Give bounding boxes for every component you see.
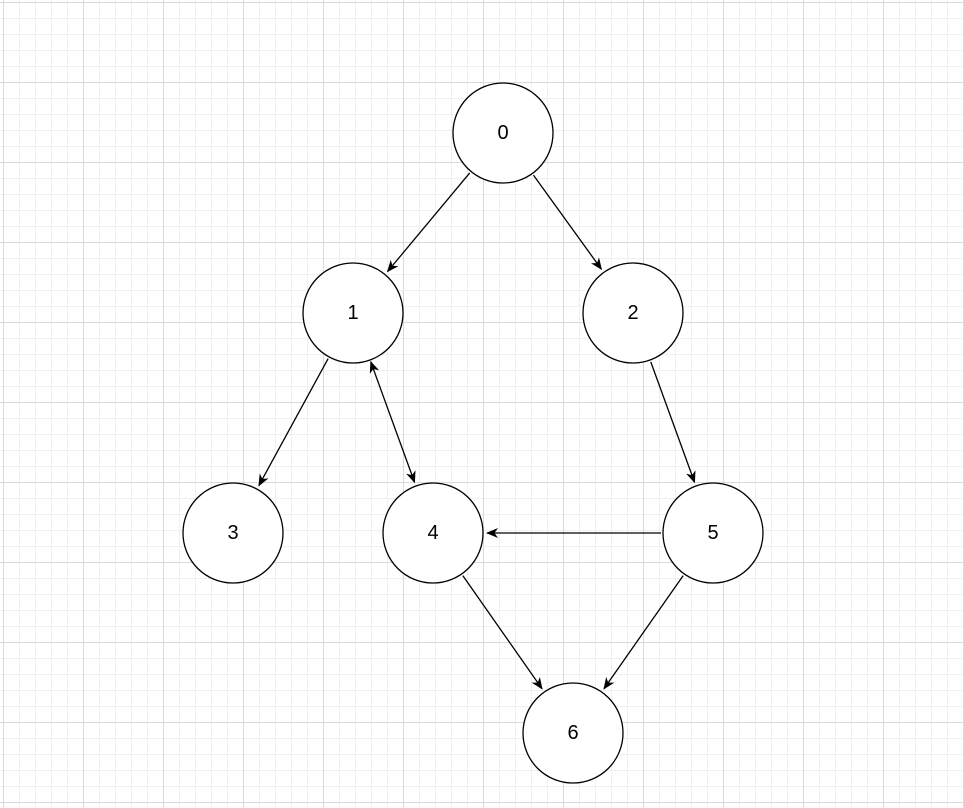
edge-2-to-5 [650, 361, 696, 484]
node-label: 4 [427, 522, 438, 544]
edge-4-to-6 [462, 575, 543, 690]
graph-node: 2 [582, 262, 684, 364]
node-circle [452, 82, 554, 184]
edge-5-to-6 [603, 575, 684, 690]
node-label: 5 [707, 522, 718, 544]
node-label: 0 [497, 122, 508, 144]
node-label: 1 [347, 302, 358, 324]
edge-1-to-3 [258, 358, 329, 487]
node-circle [382, 482, 484, 584]
graph-node: 3 [182, 482, 284, 584]
graph-node: 0 [452, 82, 554, 184]
node-circle [302, 262, 404, 364]
graph-node: 1 [302, 262, 404, 364]
node-circle [662, 482, 764, 584]
graph-node: 5 [662, 482, 764, 584]
edge-0-to-2 [532, 174, 602, 271]
edge-0-to-1 [386, 172, 471, 273]
node-circle [182, 482, 284, 584]
node-circle [582, 262, 684, 364]
nodes-layer: 0 1 2 3 4 5 6 [182, 82, 764, 784]
graph-node: 6 [522, 682, 624, 784]
node-label: 2 [627, 302, 638, 324]
node-label: 3 [227, 522, 238, 544]
node-label: 6 [567, 722, 578, 744]
graph-node: 4 [382, 482, 484, 584]
edge-1-to-4 [369, 360, 416, 484]
node-circle [522, 682, 624, 784]
edges-layer [258, 172, 696, 690]
